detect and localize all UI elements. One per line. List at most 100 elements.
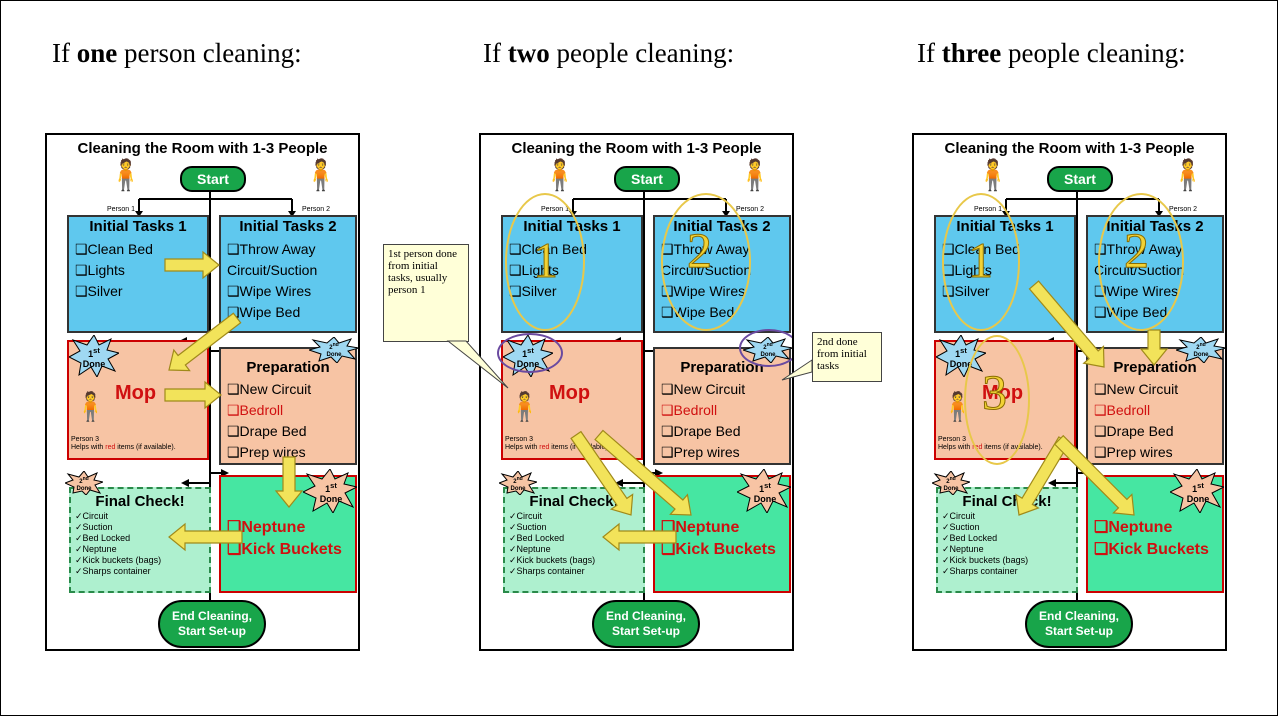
preparation-box: Preparation ❑New Circuit ❑Bedroll ❑Drape… (219, 347, 357, 465)
task-item: ❑Bedroll (1094, 402, 1151, 418)
oval-initial-2 (661, 193, 751, 331)
preparation-title: Preparation (246, 359, 330, 376)
check-item: ✓Bed Locked (509, 533, 565, 543)
check-item: ✓Suction (509, 522, 547, 532)
heading-three-people: If three people cleaning: (917, 38, 1186, 68)
check-item: ✓Circuit (509, 511, 543, 521)
final-check-title: Final Check! (95, 493, 185, 510)
task-item: ❑New Circuit (227, 381, 312, 397)
task-item: ❑New Circuit (1094, 381, 1179, 397)
task-item: ❑Neptune (1094, 519, 1173, 536)
initial-tasks-1-box: Initial Tasks 1 ❑Clean Bed ❑Lights ❑Silv… (67, 215, 209, 333)
final-check-box: Final Check! ✓Circuit ✓Suction ✓Bed Lock… (503, 487, 645, 593)
panel-three-people: Cleaning the Room with 1-3 People 🧍 Pers… (912, 133, 1227, 651)
first-done-burst-neptune (1170, 469, 1224, 513)
check-item: ✓Neptune (942, 544, 984, 554)
task-item: ❑Silver (75, 283, 123, 299)
preparation-title: Preparation (1113, 359, 1197, 376)
mop-label: Mop (115, 382, 157, 404)
heading-two-people: If two people cleaning: (483, 38, 735, 68)
neptune-box: ❑Neptune ❑Kick Buckets (1086, 475, 1224, 593)
second-done-burst-prep (1176, 337, 1225, 363)
diagram-title: Cleaning the Room with 1-3 People (511, 140, 762, 157)
number-2: 2 (1124, 222, 1150, 279)
person-2-figure: 🧍 (736, 159, 774, 192)
person-2-figure: 🧍 (1169, 159, 1207, 192)
check-item: ✓Circuit (942, 511, 976, 521)
second-done-burst-final (499, 471, 537, 495)
oval-initial-1 (942, 193, 1020, 331)
diagram-title: Cleaning the Room with 1-3 People (944, 140, 1195, 157)
task-item: ❑Neptune (227, 519, 306, 536)
second-done-burst-prep (309, 337, 358, 363)
task-item: ❑Neptune (661, 519, 740, 536)
oval-mop (964, 335, 1030, 465)
task-item: ❑Throw Away (227, 241, 316, 257)
person-2-figure: 🧍 (302, 159, 340, 192)
second-done-burst-final (932, 471, 970, 495)
task-item: ❑Bedroll (227, 402, 284, 418)
number-1: 1 (968, 232, 994, 289)
number-1: 1 (533, 232, 559, 289)
final-check-box: Final Check! ✓Circuit ✓Suction ✓Bed Lock… (69, 487, 211, 593)
initial-tasks-2-box: Initial Tasks 2 ❑Throw Away Circuit/Suct… (219, 215, 357, 333)
callout-second-done: 2nd done from initial tasks (812, 332, 882, 382)
start-node: Start (1047, 166, 1113, 192)
end-node: End Cleaning,Start Set-up (158, 600, 266, 648)
task-item: ❑Wipe Bed (227, 304, 301, 320)
check-item: ✓Bed Locked (75, 533, 131, 543)
task-item: Circuit/Suction (227, 262, 318, 278)
task-item: ❑Prep wires (661, 444, 740, 460)
person-3-figure: 🧍 (73, 391, 108, 422)
task-item: ❑Prep wires (227, 444, 306, 460)
task-item: ❑Clean Bed (75, 241, 153, 257)
heading-one-person: If one person cleaning: (52, 38, 302, 68)
task-item: ❑Drape Bed (227, 423, 307, 439)
final-check-title: Final Check! (962, 493, 1052, 510)
preparation-box: Preparation ❑New Circuit ❑Bedroll ❑Drape… (1086, 347, 1224, 465)
check-item: ✓Neptune (509, 544, 551, 554)
initial-tasks-2-title: Initial Tasks 2 (239, 218, 337, 235)
check-item: ✓Sharps container (942, 566, 1018, 576)
person-2-label: Person 2 (302, 206, 331, 213)
task-item: ❑New Circuit (661, 381, 746, 397)
check-item: ✓Neptune (75, 544, 117, 554)
start-node: Start (180, 166, 246, 192)
task-item: ❑Prep wires (1094, 444, 1173, 460)
task-item: ❑Kick Buckets (227, 541, 342, 558)
initial-tasks-1-title: Initial Tasks 1 (89, 218, 187, 235)
first-done-burst-mop (69, 335, 119, 377)
diagram-title: Cleaning the Room with 1-3 People (77, 140, 328, 157)
mop-label: Mop (549, 382, 591, 404)
task-item: ❑Wipe Wires (227, 283, 312, 299)
preparation-title: Preparation (680, 359, 764, 376)
task-item: ❑Kick Buckets (661, 541, 776, 558)
first-done-burst-neptune (303, 469, 357, 513)
second-done-burst-final (65, 471, 103, 495)
person-1-figure: 🧍 (107, 159, 145, 192)
check-item: ✓Circuit (75, 511, 109, 521)
task-item: ❑Drape Bed (1094, 423, 1174, 439)
number-3: 3 (982, 364, 1008, 421)
oval-initial-2 (1098, 193, 1184, 331)
end-node: End Cleaning,Start Set-up (1025, 600, 1133, 648)
check-item: ✓Suction (75, 522, 113, 532)
check-item: ✓Kick buckets (bags) (942, 555, 1029, 565)
check-item: ✓Kick buckets (bags) (75, 555, 162, 565)
person-3-figure: 🧍 (507, 391, 542, 422)
oval-second-done (739, 329, 792, 367)
check-item: ✓Sharps container (509, 566, 585, 576)
oval-first-done (497, 333, 563, 373)
